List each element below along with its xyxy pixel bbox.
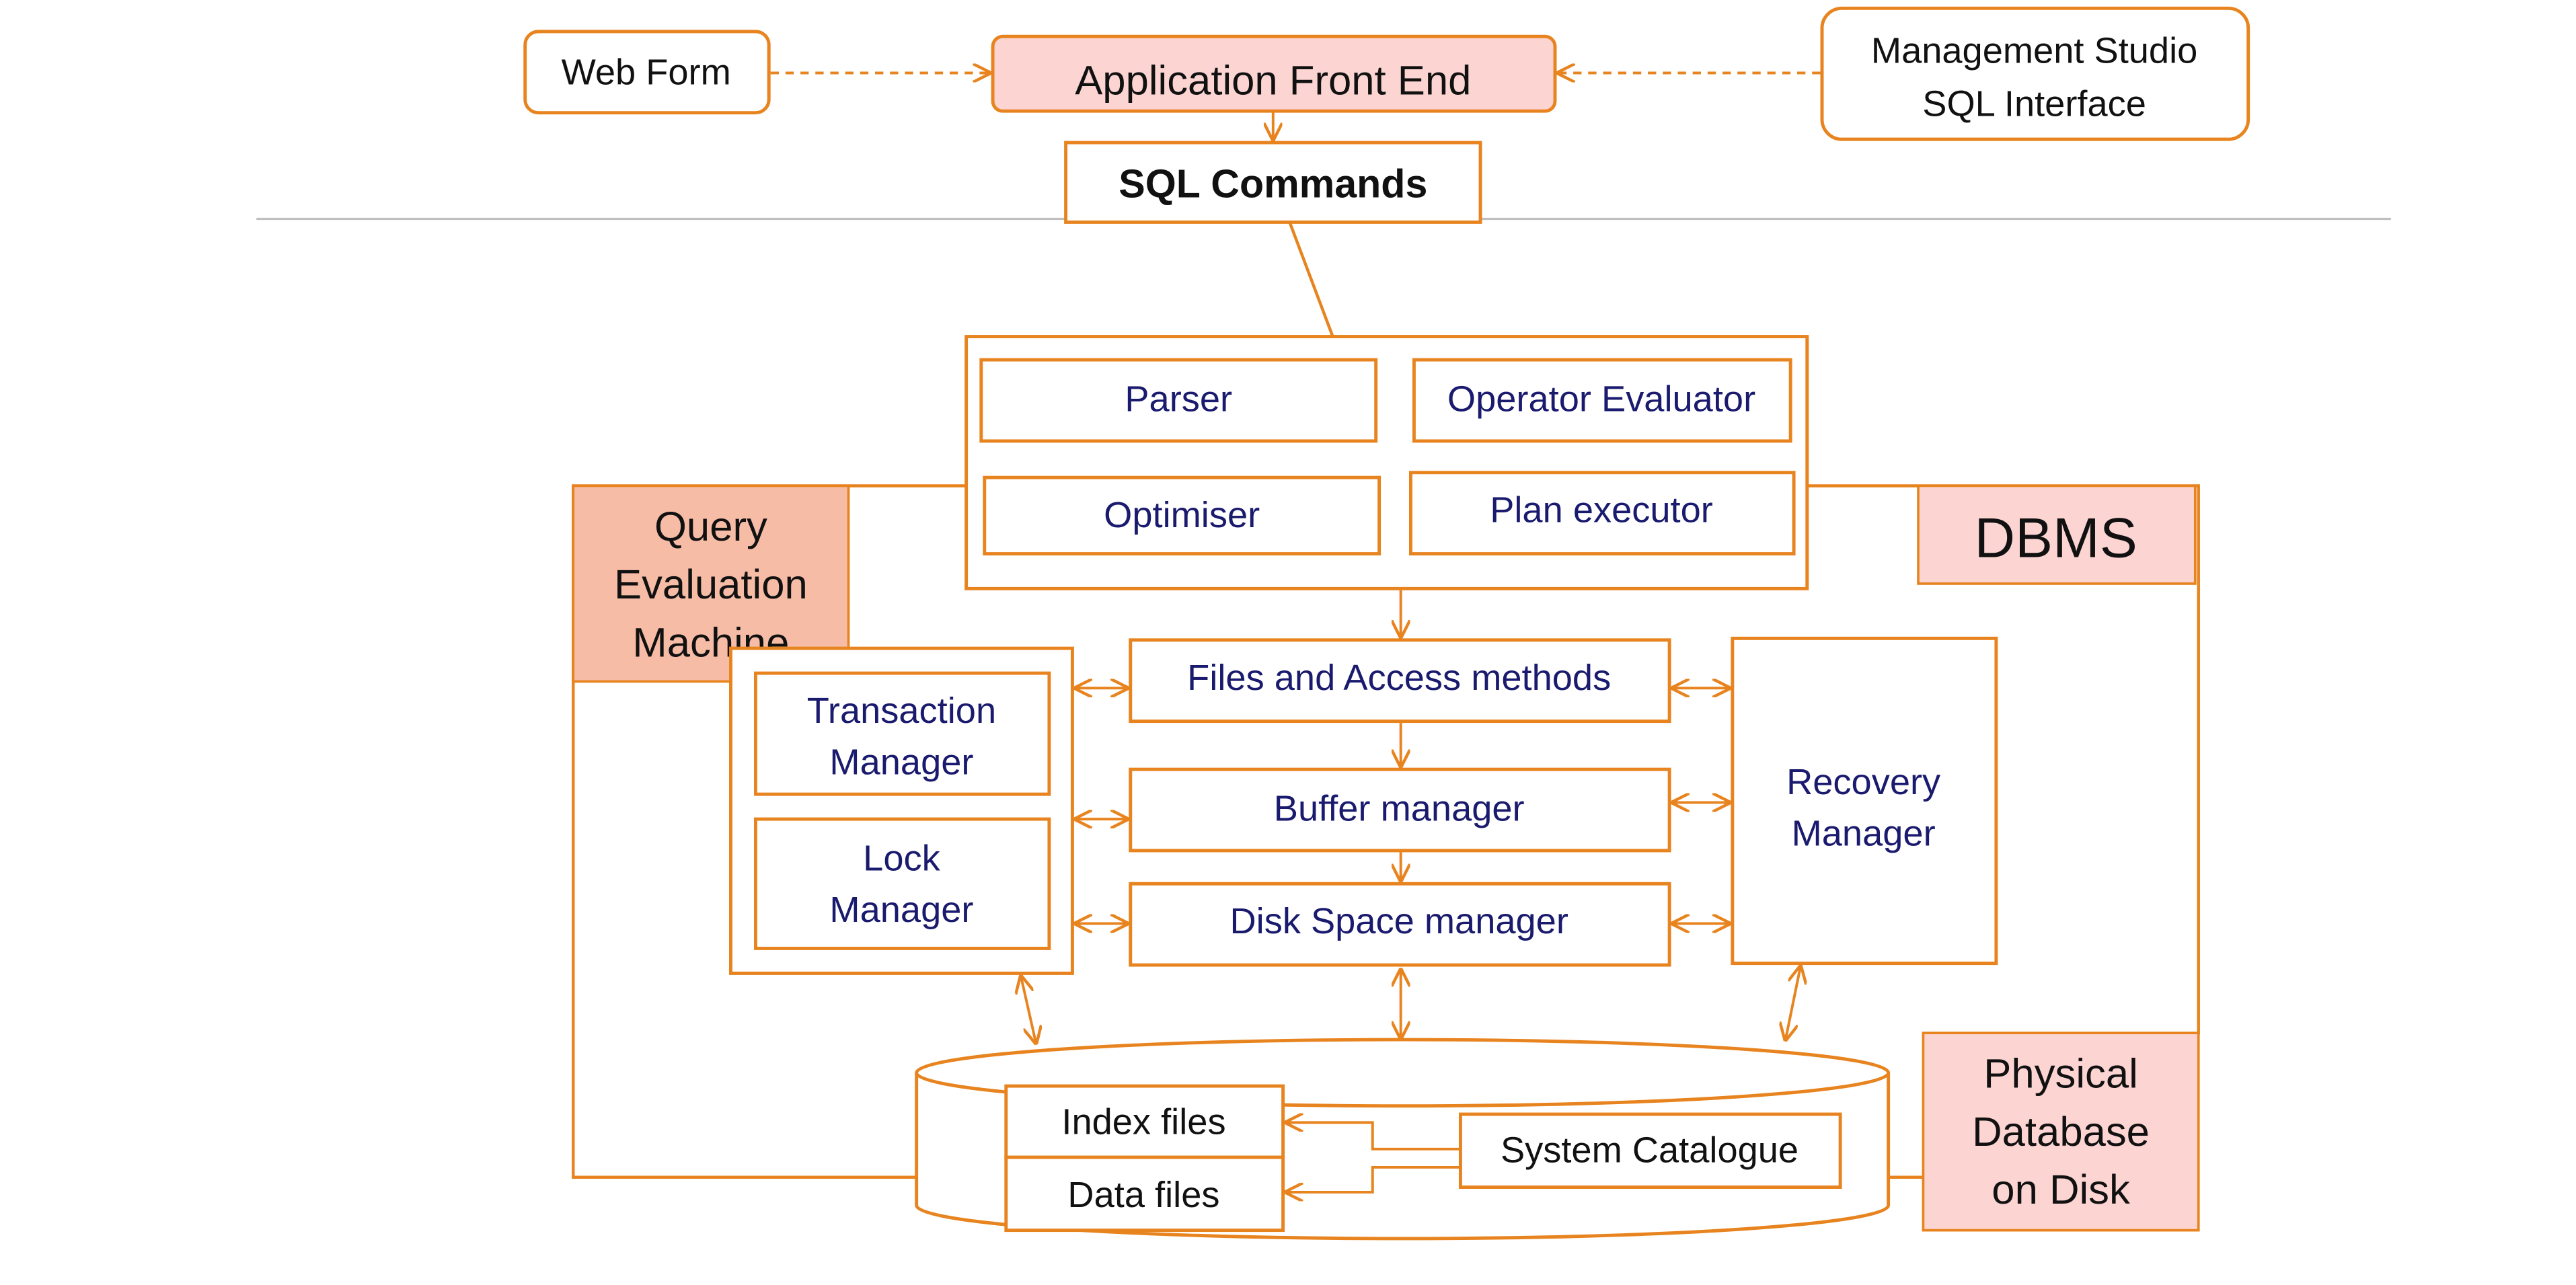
app-front-end-label: Application Front End (1075, 58, 1471, 104)
top-arrows (770, 73, 1821, 139)
app-front-end-box: Application Front End (991, 34, 1557, 113)
qem-line2: Evaluation (614, 561, 808, 608)
system-catalogue-label: System Catalogue (1501, 1130, 1798, 1171)
parser-box: Parser (979, 358, 1378, 443)
phys-line1: Physical (1983, 1051, 2137, 1097)
concurrency-control-box: Transaction Manager Lock Manager (729, 646, 1074, 975)
dbms-label: DBMS (1975, 506, 2137, 570)
phys-line2: Database (1972, 1109, 2150, 1155)
index-files-label: Index files (1061, 1102, 1225, 1142)
optimiser-label: Optimiser (1104, 495, 1260, 535)
parser-label: Parser (1125, 379, 1232, 420)
mgmt-studio-line2: SQL Interface (1922, 84, 2146, 124)
plan-executor-label: Plan executor (1490, 490, 1713, 531)
optimiser-box: Optimiser (983, 475, 1381, 556)
phys-line3: on Disk (1992, 1167, 2130, 1213)
web-form-box: Web Form (523, 30, 771, 115)
web-form-label: Web Form (562, 52, 731, 93)
operator-evaluator-label: Operator Evaluator (1447, 379, 1755, 420)
lock-manager-line2: Manager (829, 890, 973, 930)
plan-executor-box: Plan executor (1409, 471, 1796, 556)
mgmt-studio-line1: Management Studio (1871, 31, 2197, 71)
recovery-manager-line1: Recovery (1786, 762, 1941, 802)
flow-arrows (1021, 590, 1801, 1043)
lock-manager-line1: Lock (863, 839, 940, 879)
sql-commands-box: SQL Commands (1064, 141, 1482, 224)
buffer-manager-label: Buffer manager (1274, 789, 1525, 829)
transaction-manager-box: Transaction Manager (754, 671, 1051, 796)
index-files-box: Index files (1004, 1084, 1285, 1159)
disk-space-manager-box: Disk Space manager (1129, 882, 1671, 967)
data-files-label: Data files (1067, 1175, 1219, 1215)
data-files-box: Data files (1004, 1155, 1285, 1233)
tx-manager-line1: Transaction (807, 691, 996, 731)
system-catalogue-box: System Catalogue (1458, 1112, 1842, 1189)
recovery-manager-box: Recovery Manager (1731, 636, 1998, 966)
operator-evaluator-box: Operator Evaluator (1412, 358, 1792, 443)
dbms-label-box: DBMS (1917, 484, 2197, 585)
physical-database-label-box: Physical Database on Disk (1922, 1031, 2200, 1232)
buffer-manager-box: Buffer manager (1129, 767, 1671, 853)
sql-commands-label: SQL Commands (1119, 161, 1427, 206)
management-studio-box: Management Studio SQL Interface (1820, 6, 2250, 141)
catalogue-arrows (1287, 1122, 1461, 1192)
disk-space-label: Disk Space manager (1229, 901, 1568, 941)
files-access-methods-box: Files and Access methods (1129, 638, 1671, 724)
recovery-manager-line2: Manager (1792, 814, 1936, 854)
files-access-label: Files and Access methods (1187, 658, 1611, 698)
lock-manager-box: Lock Manager (754, 817, 1051, 950)
tx-manager-line2: Manager (829, 742, 973, 783)
qem-line1: Query (654, 504, 767, 550)
query-engine-box: Parser Operator Evaluator Optimiser Plan… (964, 335, 1809, 590)
